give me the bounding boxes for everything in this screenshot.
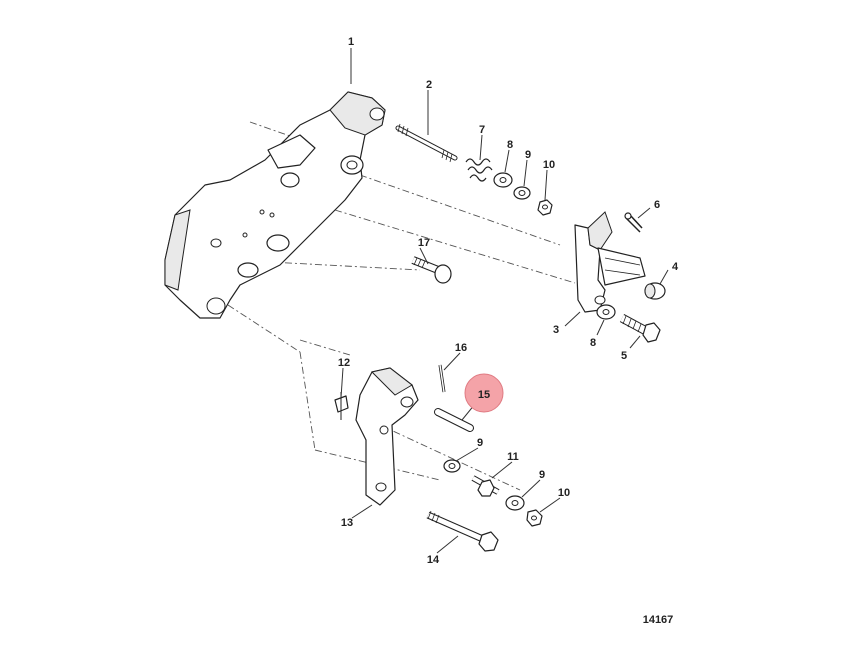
callout-9-lower-left[interactable]: 9 <box>477 437 483 449</box>
callout-8-right[interactable]: 8 <box>590 337 596 349</box>
callout-6[interactable]: 6 <box>654 199 660 211</box>
callout-10-lower[interactable]: 10 <box>558 487 570 499</box>
washer-part-8-right <box>596 304 616 320</box>
bolt-part-5 <box>619 314 661 343</box>
callout-8-upper[interactable]: 8 <box>507 139 513 151</box>
callout-labels: 1 2 7 8 9 10 6 17 4 3 8 5 12 16 15 9 11 … <box>338 36 679 566</box>
latch-bracket-part-3 <box>574 211 646 313</box>
washer-part-8-upper <box>493 172 513 188</box>
callout-10-upper[interactable]: 10 <box>543 159 555 171</box>
pin-part-16 <box>438 364 446 393</box>
callout-14[interactable]: 14 <box>427 554 440 566</box>
callout-7[interactable]: 7 <box>479 124 485 136</box>
callout-11[interactable]: 11 <box>507 451 519 463</box>
washer-part-9-lower-left <box>443 459 461 473</box>
nut-part-10-lower <box>526 509 543 527</box>
lever-arm-part-13 <box>355 367 419 506</box>
bolt-part-14 <box>426 510 499 552</box>
nut-part-10-upper <box>537 199 553 216</box>
callout-13[interactable]: 13 <box>341 517 353 529</box>
callout-3[interactable]: 3 <box>553 324 559 336</box>
clip-part-12 <box>334 392 349 420</box>
callout-9-lower-right[interactable]: 9 <box>539 469 545 481</box>
washer-part-9-upper <box>513 186 531 200</box>
pin-part-15 <box>434 408 474 432</box>
spring-part-7 <box>465 158 493 182</box>
highlight-marker <box>464 373 504 413</box>
diagram-number: 14167 <box>643 614 674 626</box>
cotter-pin-part-6 <box>624 212 643 233</box>
callout-15[interactable]: 15 <box>478 389 490 401</box>
callout-1[interactable]: 1 <box>348 36 354 48</box>
callout-9-upper[interactable]: 9 <box>525 149 531 161</box>
callout-5[interactable]: 5 <box>621 350 627 362</box>
cap-part-4 <box>644 282 666 300</box>
callout-4[interactable]: 4 <box>672 261 679 273</box>
callout-leaders <box>340 48 669 554</box>
washer-part-9-lower-right <box>505 495 525 511</box>
assembly-centerlines <box>227 121 576 491</box>
callout-2[interactable]: 2 <box>426 79 432 91</box>
callout-12[interactable]: 12 <box>338 357 350 369</box>
stud-part-11 <box>471 475 500 497</box>
stud-part-2 <box>395 123 458 163</box>
bolt-part-17 <box>411 256 452 284</box>
main-bracket-part-1 <box>164 91 386 319</box>
callout-16[interactable]: 16 <box>455 342 467 354</box>
callout-17[interactable]: 17 <box>418 237 430 249</box>
